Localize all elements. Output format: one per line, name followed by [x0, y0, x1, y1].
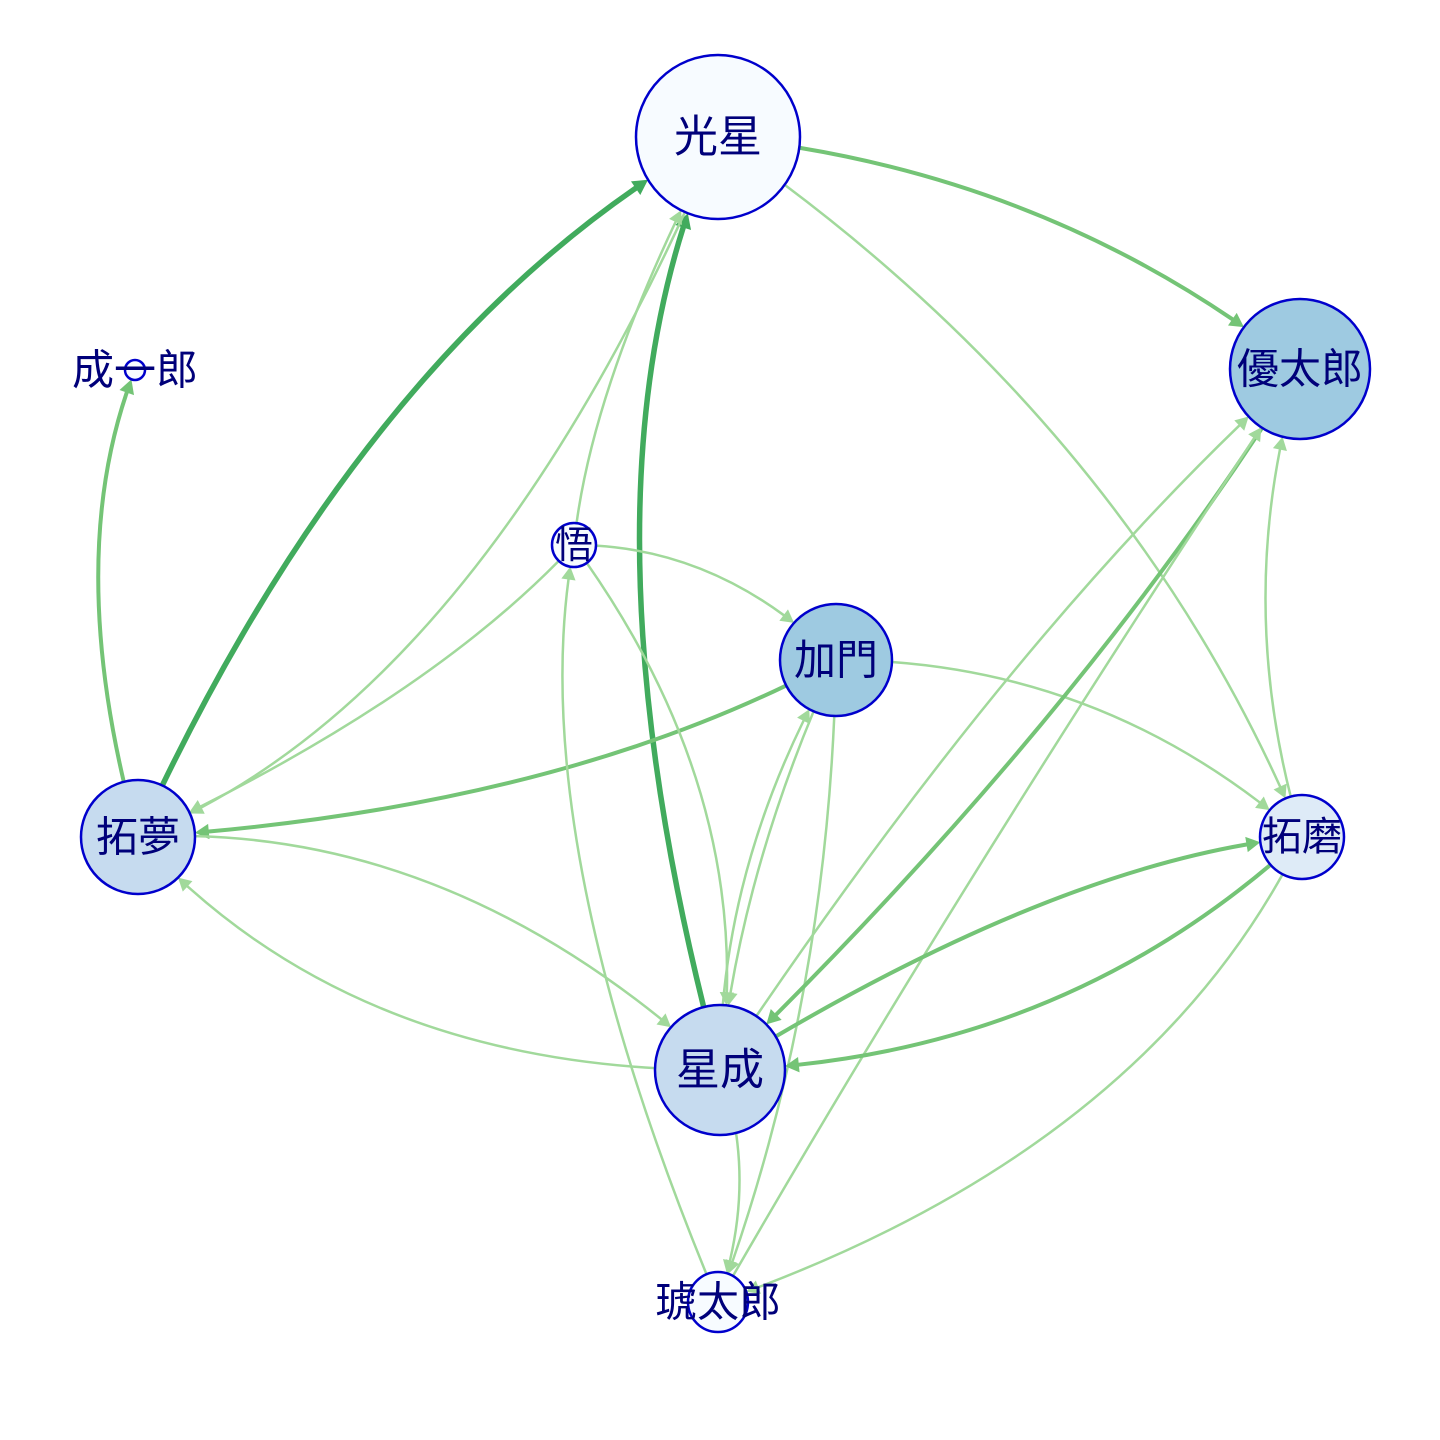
node-satoru: 悟 — [550, 521, 598, 569]
edge-kousei-to-yutaro — [797, 145, 1235, 322]
edge-takuma-to-kotaro — [757, 873, 1284, 1289]
edge-kamon-to-seina — [729, 710, 815, 994]
node-kousei: 光星 — [634, 53, 802, 221]
edge-kousei-to-takuma — [783, 183, 1282, 788]
edge-kotaro-to-yutaro — [731, 436, 1256, 1278]
node-kamon: 加門 — [778, 602, 894, 718]
arrowhead-takuma-to-seina — [784, 1057, 800, 1073]
arrowhead-seina-to-kamon — [797, 709, 810, 725]
node-circle-seina — [653, 1003, 787, 1137]
edge-takumu-to-seiichiro — [96, 390, 129, 784]
arrowhead-takuma-to-yutaro — [1272, 436, 1287, 451]
node-circle-satoru — [550, 521, 598, 569]
edge-takuma-to-yutaro — [1264, 448, 1292, 798]
edge-seina-to-takuma — [773, 842, 1249, 1039]
edge-kamon-to-kotaro — [731, 714, 836, 1263]
arrowhead-satoru-to-kousei — [669, 210, 682, 226]
arrowhead-kousei-to-yutaro — [1227, 312, 1244, 328]
node-circle-takumu — [79, 778, 197, 896]
node-kotaro: 琥太郎 — [655, 1270, 781, 1334]
arrowhead-seina-to-yutaro — [1234, 416, 1249, 431]
edge-satoru-to-takumu — [199, 559, 561, 808]
edge-seina-to-kamon — [721, 719, 805, 1007]
arrowhead-kotaro-to-satoru — [561, 566, 576, 581]
arrowhead-kousei-to-takuma — [1273, 783, 1287, 799]
edges-layer — [96, 145, 1292, 1294]
edge-kotaro-to-satoru — [561, 578, 708, 1276]
edge-takumu-to-kousei — [159, 185, 639, 789]
arrowhead-takumu-to-kousei — [630, 179, 649, 196]
arrowhead-satoru-to-takumu — [189, 799, 205, 813]
node-circle-kamon — [778, 602, 894, 718]
node-label-kamon: 加門 — [794, 636, 878, 685]
node-circle-yutaro — [1228, 297, 1372, 441]
node-circle-kotaro — [686, 1270, 750, 1334]
arrowhead-satoru-to-kamon — [779, 609, 795, 623]
node-takumu: 拓夢 — [79, 778, 197, 896]
node-label-seiichiro: 成一郎 — [72, 346, 198, 395]
arrowhead-seina-to-takumu — [178, 877, 193, 892]
edge-satoru-to-kousei — [575, 220, 677, 525]
edge-seina-to-yutaro — [755, 424, 1241, 1018]
edge-seina-to-takumu — [186, 885, 657, 1070]
arrowhead-takuma-to-kotaro — [746, 1280, 761, 1294]
node-label-takumu: 拓夢 — [96, 813, 180, 862]
node-label-kotaro: 琥太郎 — [655, 1278, 781, 1327]
edge-takumu-to-seina — [193, 834, 663, 1021]
node-label-seina: 星成 — [676, 1045, 764, 1096]
edge-seina-to-kousei — [636, 224, 707, 1010]
node-yutaro: 優太郎 — [1228, 297, 1372, 441]
edge-takuma-to-seina — [796, 862, 1273, 1067]
node-seina: 星成 — [653, 1003, 787, 1137]
edge-satoru-to-seina — [585, 561, 729, 994]
arrowhead-takumu-to-seina — [656, 1013, 672, 1028]
arrowhead-seina-to-takuma — [1245, 836, 1261, 853]
arrowhead-takumu-to-seiichiro — [119, 379, 135, 396]
node-seiichiro: 成一郎 — [72, 346, 198, 395]
arrowhead-yutaro-to-seina — [766, 1009, 782, 1025]
arrowhead-kamon-to-takuma — [1255, 796, 1270, 811]
arrowhead-kamon-to-seina — [723, 991, 738, 1006]
edge-seina-to-kotaro — [728, 1131, 741, 1262]
edge-kamon-to-takumu — [206, 683, 789, 834]
node-label-satoru: 悟 — [555, 523, 593, 567]
arrowhead-seina-to-kotaro — [723, 1258, 737, 1274]
arrowhead-kotaro-to-yutaro — [1248, 427, 1262, 443]
node-circle-seiichiro — [123, 358, 147, 382]
edge-kamon-to-takuma — [890, 660, 1261, 804]
node-takuma: 拓磨 — [1258, 793, 1346, 881]
node-label-kousei: 光星 — [674, 112, 762, 163]
edge-kousei-to-takumu — [200, 210, 687, 809]
node-circle-kousei — [634, 53, 802, 221]
node-circle-takuma — [1258, 793, 1346, 881]
node-label-yutaro: 優太郎 — [1237, 345, 1363, 394]
node-label-takuma: 拓磨 — [1262, 814, 1342, 860]
edge-satoru-to-kamon — [594, 544, 785, 617]
